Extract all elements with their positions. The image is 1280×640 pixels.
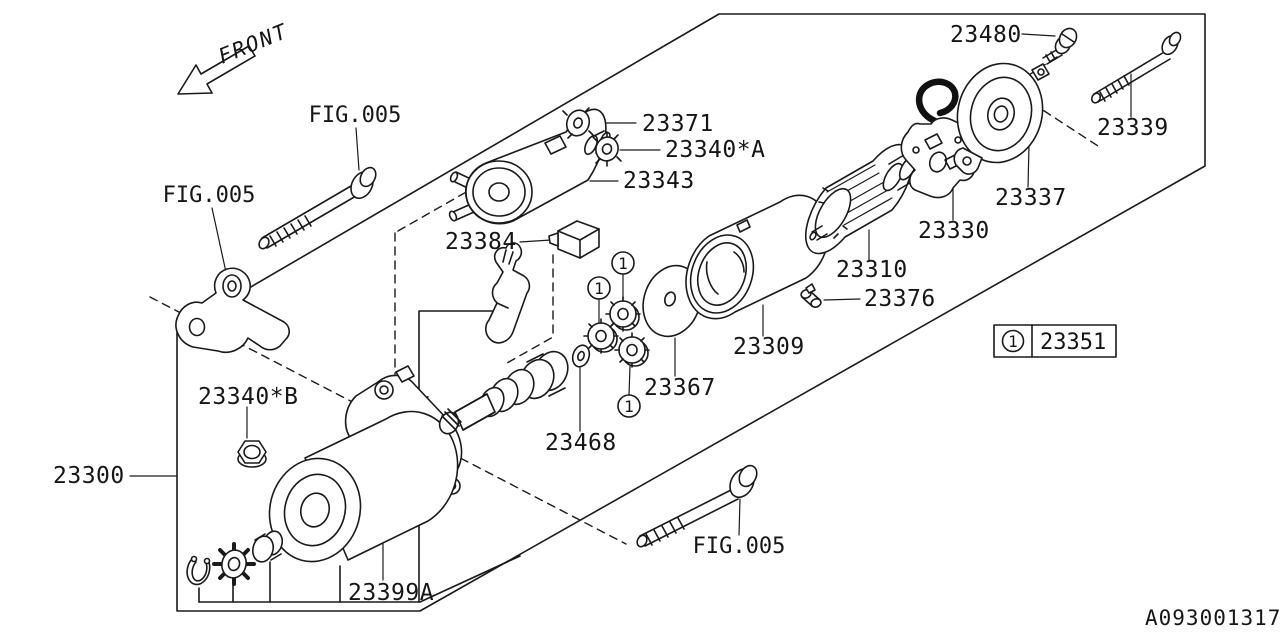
planet-gears-drawing [583, 296, 650, 368]
pinion-stopper-drawing [251, 530, 284, 563]
front-label: FRONT [215, 19, 292, 69]
planet-gear-2 [605, 296, 641, 332]
index-callouts: 1 1 1 [587, 251, 641, 418]
front-arrow-icon [177, 45, 256, 95]
pinion-gear-drawing [212, 542, 256, 586]
switch-23384-drawing [548, 220, 600, 259]
fig-ref-bottom: FIG.005 [693, 534, 786, 559]
callout-1-a-number: 1 [594, 279, 604, 298]
legend-box: 1 23351 [993, 324, 1117, 358]
callout-1-a: 1 [587, 276, 611, 300]
callout-1-b: 1 [611, 251, 635, 275]
washer-23468-drawing [571, 344, 591, 368]
planet-gear-3 [614, 332, 650, 368]
part-label-23384: 23384 [445, 229, 517, 255]
washer-23340a-drawing [592, 131, 622, 167]
through-bolt-drawing [1090, 31, 1182, 104]
part-labels: FIG.005 FIG.005 FIG.005 23371 23340*A 23… [53, 22, 1169, 606]
diagram-code: A093001317 [1145, 606, 1280, 630]
mount-bolt-bottom-drawing [636, 464, 758, 548]
callout-1-b-number: 1 [618, 254, 628, 273]
part-label-23309: 23309 [733, 334, 805, 360]
part-label-23340b: 23340*B [198, 384, 298, 410]
washer-23371-drawing [562, 107, 594, 139]
part-label-23337: 23337 [995, 185, 1067, 211]
legend-index-number: 1 [1008, 332, 1018, 351]
snap-ring-drawing [186, 555, 211, 586]
part-label-23343: 23343 [623, 168, 695, 194]
front-direction-indicator: FRONT [177, 19, 292, 95]
brush-lead-wire [915, 78, 959, 125]
armature-drawing [805, 143, 918, 255]
part-label-23330: 23330 [918, 218, 990, 244]
callout-1-c-number: 1 [624, 397, 634, 416]
part-label-23399a: 23399A [348, 580, 434, 606]
part-label-23340a: 23340*A [665, 137, 765, 163]
callout-1-c: 1 [617, 394, 641, 418]
bracket-drawing [175, 267, 290, 354]
part-label-23300: 23300 [53, 463, 125, 489]
shift-lever-drawing [485, 242, 531, 344]
part-label-23371: 23371 [642, 111, 714, 137]
mount-bolt-top-drawing [258, 166, 377, 250]
part-label-23480: 23480 [950, 22, 1022, 48]
part-label-23468: 23468 [545, 430, 617, 456]
planet-gear-1 [583, 318, 619, 354]
end-cover-drawing [953, 62, 1050, 175]
starter-motor-drawing [268, 365, 463, 563]
brush-holder-drawing [900, 78, 977, 199]
brush-spring-drawing [800, 283, 822, 308]
part-label-23310: 23310 [836, 257, 908, 283]
legend-index-circle [1001, 329, 1025, 353]
screw-drawing [1042, 27, 1078, 65]
nut-23340b-drawing [237, 440, 267, 468]
legend-part-number: 23351 [1040, 330, 1106, 355]
fig-ref-left: FIG.005 [163, 183, 256, 208]
part-label-23339: 23339 [1097, 115, 1169, 141]
part-label-23367: 23367 [644, 375, 716, 401]
fig-ref-top: FIG.005 [309, 103, 402, 128]
clutch-shaft-drawing [438, 350, 569, 435]
part-label-23376: 23376 [864, 286, 936, 312]
solenoid-drawing [448, 108, 611, 225]
